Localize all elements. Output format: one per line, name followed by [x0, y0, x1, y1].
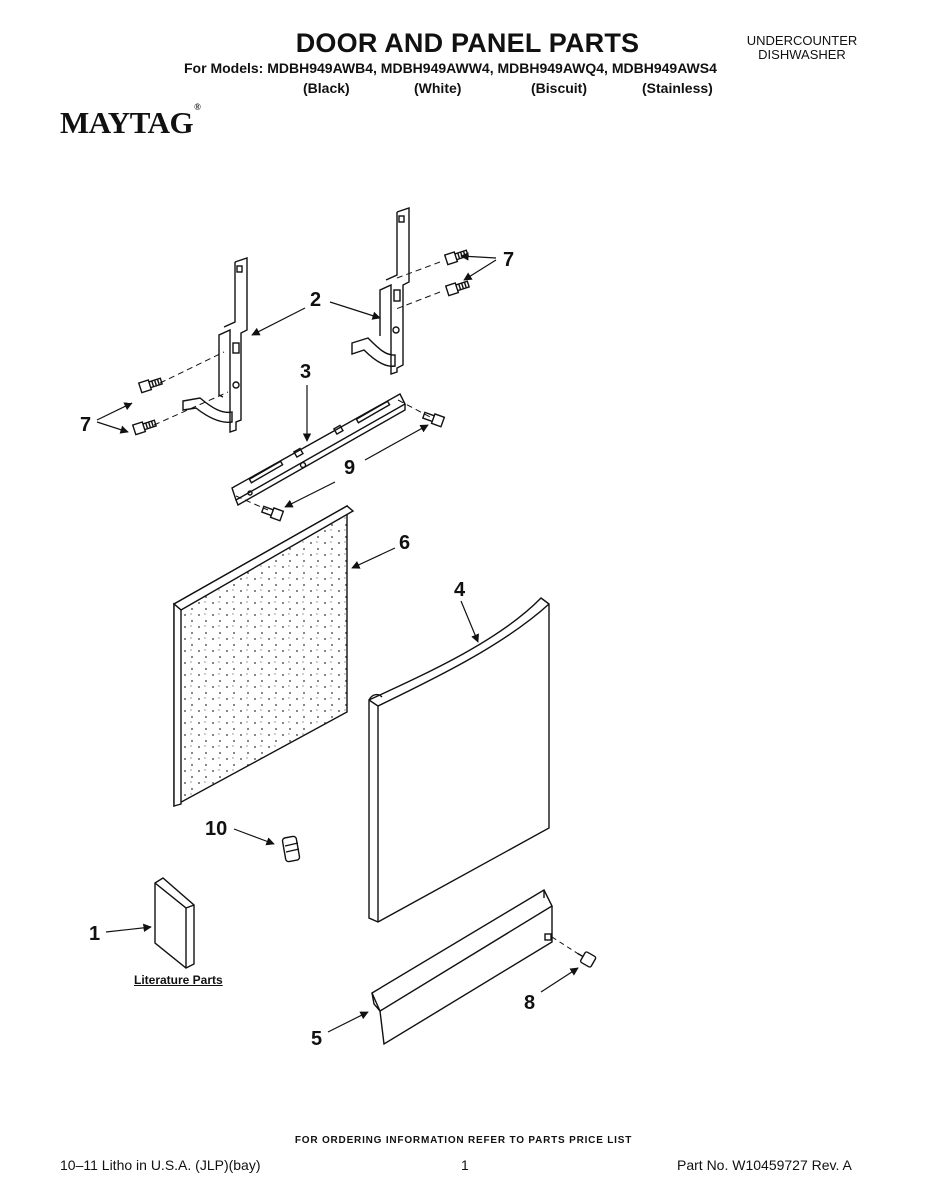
hinge-screws-right — [443, 249, 471, 297]
callout-4: 4 — [454, 579, 466, 601]
ordering-note: FOR ORDERING INFORMATION REFER TO PARTS … — [294, 1135, 633, 1146]
toe-panel-screw — [551, 936, 597, 968]
category-line-1: UNDERCOUNTER — [746, 33, 858, 48]
page-number: 1 — [461, 1157, 469, 1173]
outer-door-panel — [368, 597, 550, 923]
inner-door-panel — [172, 504, 355, 808]
literature-book — [154, 877, 195, 969]
right-hinge-bracket — [351, 207, 410, 375]
callout-1: 1 — [89, 923, 100, 945]
part-number: Part No. W10459727 Rev. A — [677, 1157, 852, 1173]
callout-2: 2 — [310, 289, 321, 311]
literature-parts-label: Literature Parts — [134, 973, 223, 987]
door-clip — [281, 835, 301, 863]
category-line-2: DISHWASHER — [758, 47, 846, 62]
callout-8: 8 — [524, 992, 535, 1014]
color-stainless: (Stainless) — [642, 80, 713, 96]
callout-9: 9 — [344, 457, 355, 479]
callout-10: 10 — [205, 818, 227, 840]
callout-3: 3 — [300, 361, 311, 383]
color-white: (White) — [414, 80, 462, 96]
maytag-logo: MAYTAG® — [60, 101, 201, 140]
rail-screws — [260, 411, 446, 522]
appliance-category: UNDERCOUNTER DISHWASHER — [742, 34, 862, 62]
callout-5: 5 — [311, 1028, 322, 1050]
door-mounting-rail — [231, 393, 406, 507]
hinge-screws-left — [131, 377, 164, 436]
color-black: (Black) — [303, 80, 350, 96]
color-biscuit: (Biscuit) — [531, 80, 587, 96]
callout-7-left: 7 — [80, 414, 91, 436]
print-info: 10–11 Litho in U.S.A. (JLP)(bay) — [60, 1157, 261, 1173]
toe-panel — [371, 889, 553, 1046]
page-title: DOOR AND PANEL PARTS — [295, 28, 640, 58]
callout-6: 6 — [399, 532, 410, 554]
model-list: For Models: MDBH949AWB4, MDBH949AWW4, MD… — [184, 60, 717, 76]
callout-7-right: 7 — [503, 249, 514, 271]
left-hinge-bracket — [182, 257, 248, 433]
